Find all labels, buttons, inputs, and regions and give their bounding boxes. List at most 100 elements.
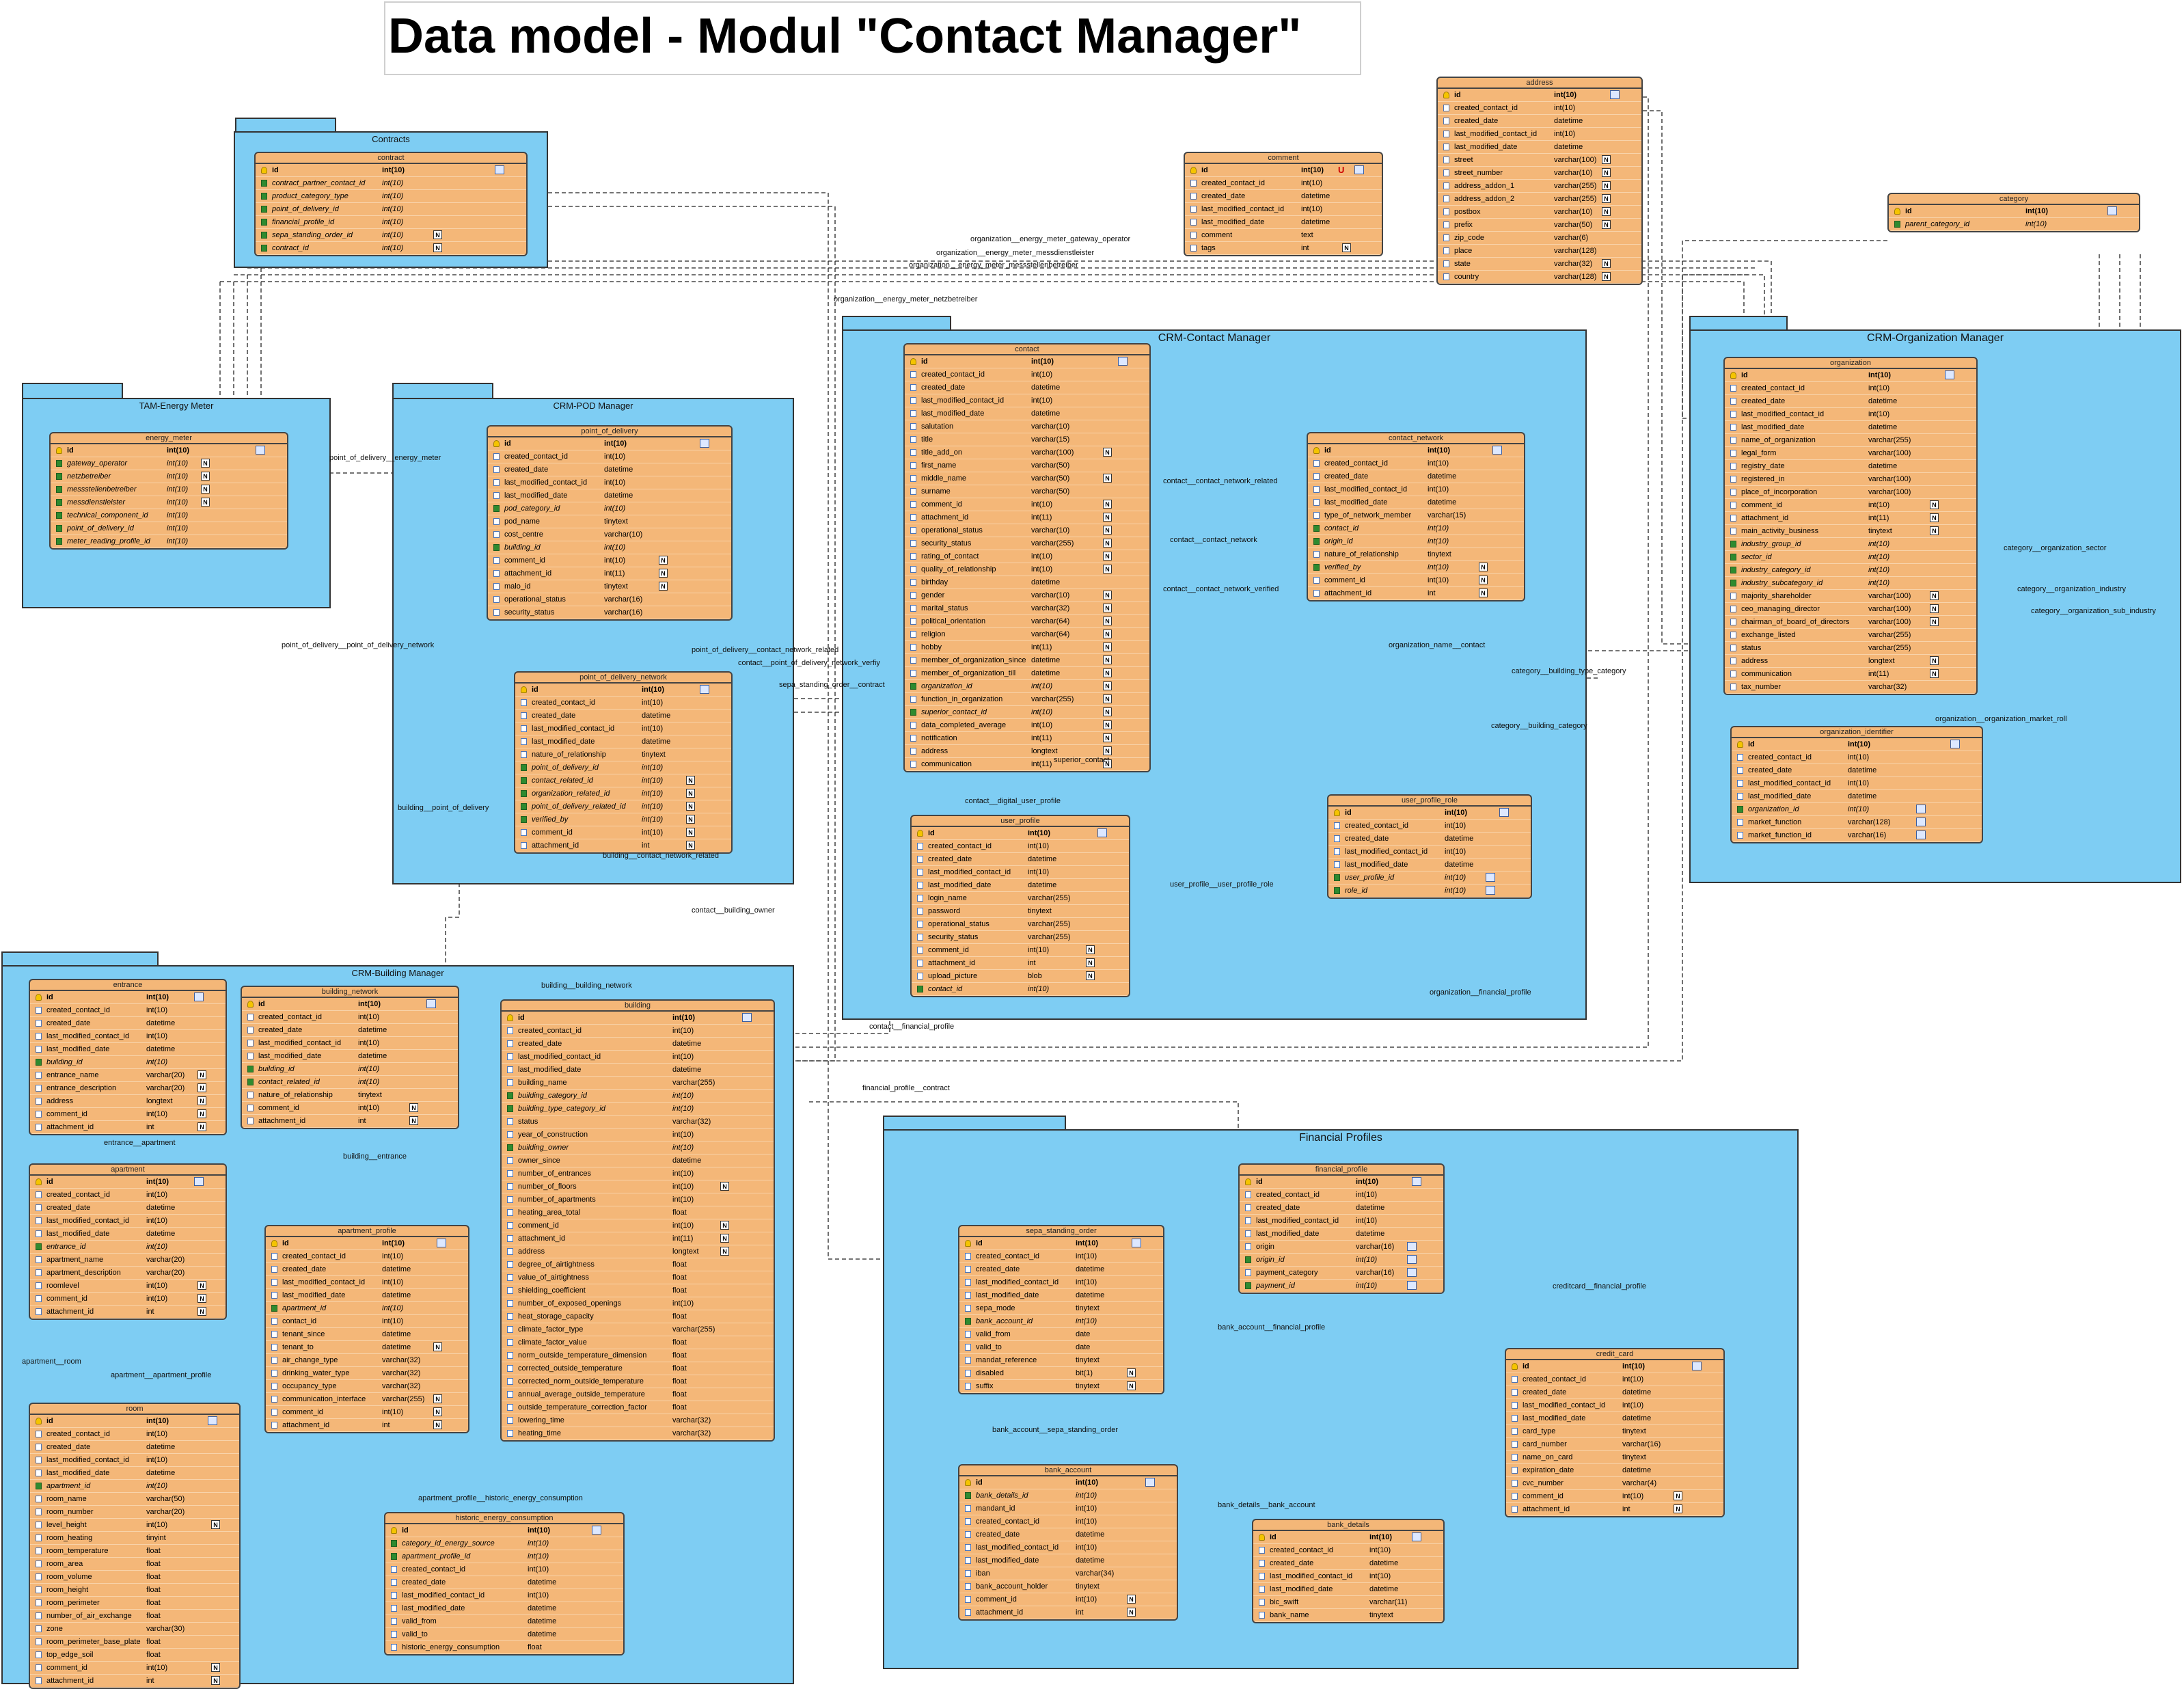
nullable-icon: N bbox=[433, 1420, 442, 1429]
column-icon bbox=[1313, 577, 1320, 584]
column-name: state bbox=[1454, 260, 1471, 268]
column-name: address bbox=[921, 747, 948, 755]
column-name: created_date bbox=[258, 1026, 303, 1034]
foreign-key-icon bbox=[521, 816, 527, 823]
column-name: notification bbox=[921, 734, 957, 742]
column-name: place bbox=[1454, 247, 1473, 255]
column-type: varchar(100) bbox=[1868, 605, 1911, 613]
column-name: created_contact_id bbox=[928, 842, 992, 850]
column-icon bbox=[1512, 1467, 1518, 1474]
column-name: bank_account_holder bbox=[976, 1582, 1048, 1591]
column-type: datetime bbox=[1356, 1230, 1385, 1238]
column-type: varchar(20) bbox=[146, 1269, 185, 1277]
column-icon bbox=[36, 1664, 42, 1671]
column-icon bbox=[1730, 645, 1736, 651]
column-icon bbox=[391, 1592, 397, 1599]
column-name: attachment_id bbox=[1523, 1505, 1570, 1513]
entity-title: apartment_profile bbox=[266, 1226, 468, 1237]
column-type: int(10) bbox=[1445, 848, 1466, 856]
column-name: attachment_id bbox=[258, 1117, 306, 1125]
column-name: contract_partner_contact_id bbox=[272, 179, 366, 187]
column-type: varchar(20) bbox=[146, 1256, 185, 1264]
foreign-key-icon bbox=[1245, 1256, 1251, 1263]
column-name: id bbox=[67, 446, 74, 455]
entity-title: comment bbox=[1185, 153, 1382, 164]
nullable-icon: N bbox=[1103, 591, 1112, 599]
column-name: apartment_id bbox=[282, 1304, 327, 1312]
primary-key-icon bbox=[1313, 447, 1320, 454]
column-name: expiration_date bbox=[1523, 1466, 1574, 1474]
column-type: int(10) bbox=[382, 205, 404, 213]
column-name: financial_profile_id bbox=[272, 218, 335, 226]
column-type: varchar(10) bbox=[1031, 422, 1070, 431]
entity-title: room bbox=[30, 1404, 239, 1415]
column-name: attachment_id bbox=[928, 959, 976, 967]
column-name: comment_id bbox=[46, 1664, 87, 1672]
column-name: building_id bbox=[504, 543, 541, 552]
column-name: tenant_to bbox=[282, 1343, 314, 1351]
foreign-key-icon bbox=[1245, 1282, 1251, 1289]
nullable-icon: N bbox=[197, 1070, 206, 1079]
column-name: last_modified_date bbox=[1454, 143, 1518, 151]
nullable-icon: N bbox=[1086, 958, 1095, 967]
column-type: datetime bbox=[146, 1204, 176, 1212]
column-type: date bbox=[1076, 1330, 1091, 1338]
column-icon bbox=[1730, 476, 1736, 483]
column-type: int bbox=[1028, 959, 1036, 967]
column-type: datetime bbox=[528, 1630, 557, 1638]
column-type: int(10) bbox=[604, 478, 626, 487]
column-icon bbox=[910, 735, 916, 742]
column-name: birthday bbox=[921, 578, 948, 586]
column-icon bbox=[965, 1331, 971, 1338]
column-name: top_edge_soil bbox=[46, 1651, 94, 1659]
column-type: int(10) bbox=[642, 815, 664, 824]
entity-title: sepa_standing_order bbox=[959, 1226, 1163, 1237]
column-type: int(10) bbox=[382, 1278, 404, 1286]
relation-label: organization__energy_meter_messdienstlei… bbox=[936, 249, 1095, 257]
column-name: origin_id bbox=[1324, 537, 1353, 545]
nullable-icon: N bbox=[211, 1663, 220, 1672]
column-type: int(10) bbox=[2025, 220, 2047, 228]
primary-key-icon bbox=[965, 1479, 971, 1486]
column-name: market_function_id bbox=[1748, 831, 1812, 839]
column-type: float bbox=[672, 1208, 687, 1217]
nullable-icon: N bbox=[1674, 1504, 1682, 1513]
column-icon bbox=[965, 1505, 971, 1512]
